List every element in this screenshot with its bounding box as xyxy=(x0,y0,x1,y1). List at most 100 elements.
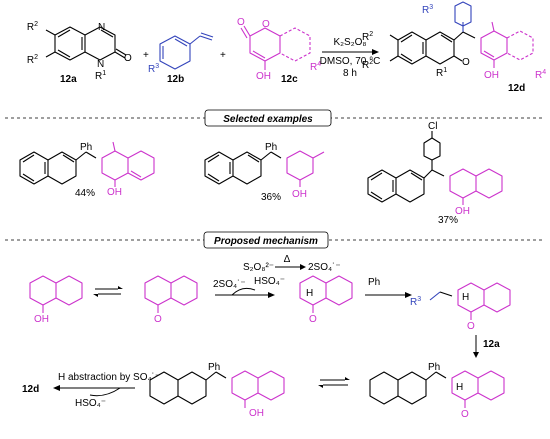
r1-sup: 1 xyxy=(443,67,447,74)
label-12a: 12a xyxy=(483,339,500,350)
sulfate-reagent: 2SO₄˙⁻ xyxy=(213,279,246,290)
r2-label-a: R xyxy=(27,22,34,33)
condition-time: 8 h xyxy=(343,68,357,79)
o-atom: O xyxy=(237,17,245,28)
ph-group: Ph xyxy=(208,362,220,373)
h-abstraction: H abstraction by SO₄˙⁻ xyxy=(58,372,160,383)
r3-sup: 3 xyxy=(155,63,159,70)
r2-label-b: R xyxy=(27,55,34,66)
examples-banner-box xyxy=(204,109,332,127)
condition-oxidant: K₂S₂O₈ xyxy=(333,37,366,48)
n-atom: N xyxy=(98,22,105,33)
oh-group: OH xyxy=(455,206,470,217)
o-atom: O xyxy=(461,409,469,420)
example-3: Cl 37% OH xyxy=(367,121,503,226)
oh-group: OH xyxy=(34,314,49,325)
persulfate-activation: S₂O₈²⁻ Δ 2SO₄˙⁻ xyxy=(243,254,341,273)
svg-text:R4: R4 xyxy=(535,69,546,81)
benzylic-radical-adduct: R3 H O xyxy=(410,282,511,332)
final-step-arrow: 12d H abstraction by SO₄˙⁻ HSO₄⁻ xyxy=(22,372,160,409)
condition-solvent: DMSO, 70 °C xyxy=(320,56,381,67)
h-atom: H xyxy=(456,382,463,393)
product-12d: R2 R2 O R1 R3 OH R4 12d xyxy=(362,1,546,94)
equilibrium-arrow xyxy=(93,286,123,297)
yield-44: 44% xyxy=(75,188,95,199)
oh-group: OH xyxy=(107,187,122,198)
cl-atom: Cl xyxy=(428,121,437,132)
r3-sup: 3 xyxy=(429,4,433,11)
svg-text:R4: R4 xyxy=(310,61,321,73)
label-12d: 12d xyxy=(508,83,525,94)
svg-text:R3: R3 xyxy=(422,4,433,16)
example-2: Ph 36% OH xyxy=(204,142,325,203)
r4-sup: 4 xyxy=(317,61,321,68)
svg-text:R3: R3 xyxy=(148,63,159,75)
quinoxalinone-12a: R2 R2 N N O R1 12a xyxy=(27,21,132,85)
persulfate: S₂O₈²⁻ xyxy=(243,262,274,273)
coumarin-radical: H O xyxy=(299,275,353,325)
coumarin-keto: O xyxy=(144,275,198,325)
plus-sign: + xyxy=(220,50,226,61)
step3-arrow: 12a xyxy=(473,335,500,358)
r2-label: R xyxy=(362,32,369,43)
o-atom: O xyxy=(262,19,270,30)
r1-label: R xyxy=(95,71,102,82)
h-atom: H xyxy=(306,288,313,299)
mechanism-banner: Proposed mechanism xyxy=(214,236,318,247)
styrene-12b: R3 12b xyxy=(148,32,214,85)
yield-36: 36% xyxy=(261,192,281,203)
svg-text:R2: R2 xyxy=(27,54,38,66)
radical-intermediate-left: Ph OH xyxy=(149,362,285,419)
n-atom: N xyxy=(97,59,104,70)
radical-intermediate-right: Ph H O xyxy=(369,362,505,420)
o-atom: O xyxy=(467,321,475,332)
r2-sup: 2 xyxy=(369,59,373,66)
r4-label: R xyxy=(535,70,542,81)
svg-text:R1: R1 xyxy=(436,67,447,79)
oh-group: OH xyxy=(292,189,307,200)
ph-group: Ph xyxy=(80,142,92,153)
svg-text:R3: R3 xyxy=(410,296,421,308)
o-atom: O xyxy=(309,314,317,325)
r4-label: R xyxy=(310,62,317,73)
oh-group: OH xyxy=(484,70,499,81)
r2-sup-a: 2 xyxy=(34,21,38,28)
ph-group: Ph xyxy=(428,362,440,373)
h-atom: H xyxy=(462,292,469,303)
r2-sup-b: 2 xyxy=(34,54,38,61)
ph-group: Ph xyxy=(368,277,380,288)
step2-arrow: Ph xyxy=(365,277,412,298)
r3-label: R xyxy=(148,64,155,75)
sulfate-radical: 2SO₄˙⁻ xyxy=(308,262,341,273)
svg-text:R2: R2 xyxy=(362,31,373,43)
examples-banner: Selected examples xyxy=(223,114,313,125)
oh-group: OH xyxy=(256,71,271,82)
svg-text:R1: R1 xyxy=(95,70,106,82)
oh-group: OH xyxy=(249,408,264,419)
plus-sign: + xyxy=(143,50,149,61)
coumarin-enol: OH xyxy=(29,275,83,325)
yield-37: 37% xyxy=(438,215,458,226)
svg-text:R2: R2 xyxy=(27,21,38,33)
r1-sup: 1 xyxy=(102,70,106,77)
hso4-byproduct: HSO₄⁻ xyxy=(254,276,285,287)
label-12c: 12c xyxy=(281,74,298,85)
label-12d: 12d xyxy=(22,384,39,395)
o-atom: O xyxy=(462,57,470,68)
ph-group: Ph xyxy=(265,142,277,153)
hydroxycoumarin-12c: O O OH R4 12c xyxy=(237,17,321,85)
equilibrium-arrow-lower xyxy=(318,377,350,388)
r2-sup: 2 xyxy=(369,31,373,38)
hso4-byproduct: HSO₄⁻ xyxy=(75,398,106,409)
r3-label: R xyxy=(422,5,429,16)
label-12b: 12b xyxy=(167,74,184,85)
mechanism-banner-box xyxy=(203,231,329,249)
r4-sup: 4 xyxy=(542,69,546,76)
o-atom: O xyxy=(154,314,162,325)
o-atom: O xyxy=(124,53,132,64)
heat-symbol: Δ xyxy=(284,254,291,265)
r2-label: R xyxy=(362,60,369,71)
r1-label: R xyxy=(436,68,443,79)
